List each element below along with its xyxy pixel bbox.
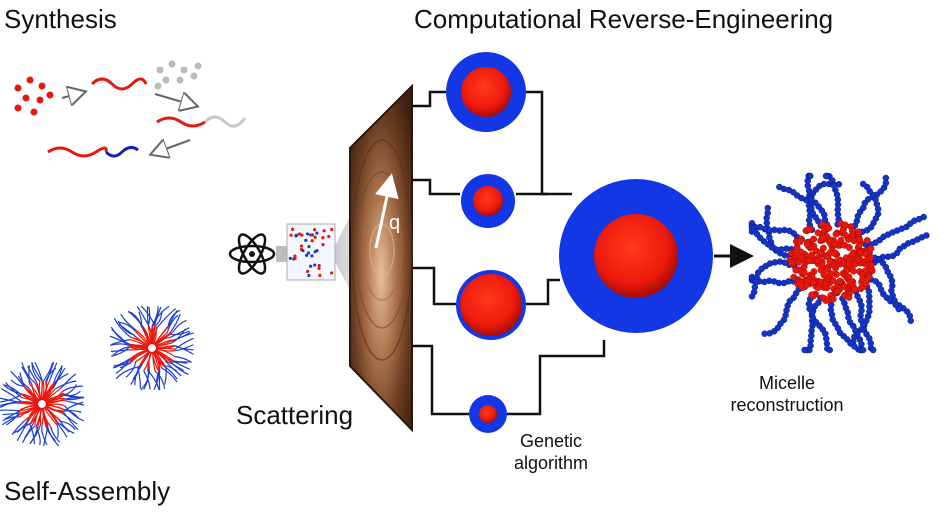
block-copolymer-grey — [203, 115, 247, 128]
candidate-micelle-3 — [456, 270, 526, 340]
genetic-label-line1: Genetic — [519, 431, 583, 451]
connector-lines — [412, 90, 606, 416]
atom-icon — [228, 233, 276, 275]
micelle-label-line1: Micelle — [758, 373, 815, 393]
hollow-arrow-1 — [61, 92, 84, 98]
block-copolymer-red — [156, 116, 206, 128]
reconstructed-micelle — [748, 172, 930, 354]
micelle-reconstruction-label: Micelle reconstruction — [712, 372, 862, 416]
hollow-arrow-2 — [154, 94, 196, 106]
best-fit-micelle — [559, 179, 713, 333]
beam-source — [276, 246, 288, 262]
scattering-title: Scattering — [236, 400, 354, 430]
candidate-micelle-1 — [446, 52, 526, 132]
diblock-blue — [104, 145, 139, 158]
self-assembled-micelle-2 — [109, 305, 194, 391]
micelle-label-line2: reconstruction — [730, 395, 844, 415]
red-monomers — [14, 76, 54, 116]
genetic-algorithm-label: Genetic algorithm — [496, 430, 606, 474]
self-assembled-micelle-1 — [0, 361, 85, 447]
candidate-micelle-4 — [469, 395, 507, 433]
synthesis-title: Synthesis — [4, 4, 117, 34]
computational-title: Computational Reverse-Engineering — [414, 4, 834, 34]
candidate-micelle-2 — [461, 174, 515, 228]
q-label: q — [389, 212, 401, 234]
self-assembly-title: Self-Assembly — [4, 476, 171, 506]
hollow-arrow-3 — [152, 139, 191, 154]
red-polymer-chain — [90, 77, 148, 91]
sample-cell — [286, 223, 336, 281]
q-vector-arrow — [374, 173, 399, 249]
synthesis-scheme — [14, 60, 247, 158]
detector-screen — [349, 83, 413, 433]
genetic-label-line2: algorithm — [513, 453, 589, 473]
grey-monomers — [154, 60, 202, 90]
diblock-red — [47, 146, 108, 158]
